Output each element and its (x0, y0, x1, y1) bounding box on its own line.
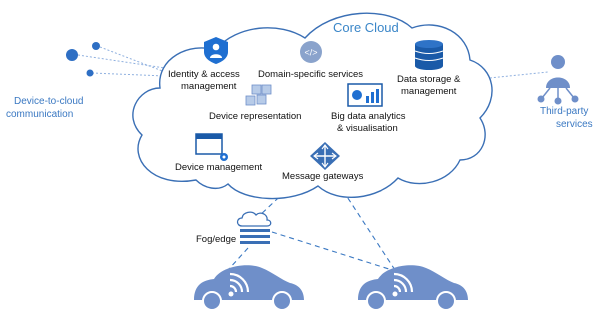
label-identity-line1: Identity & access (168, 69, 240, 80)
gateway-to-fog (257, 184, 293, 218)
connected-car-icon (358, 265, 468, 311)
fog-to-right-car (271, 231, 393, 271)
user-shield-icon (204, 37, 228, 64)
label-storage-line1: Data storage & (397, 74, 461, 85)
label-fog-edge: Fog/edge (196, 234, 236, 245)
network-arrows-icon (310, 142, 340, 170)
label-third-party-line2: services (556, 119, 593, 130)
label-device-to-cloud-line1: Device-to-cloud (14, 96, 83, 107)
window-gear-icon (195, 133, 228, 161)
fog-to-left-car (227, 247, 249, 271)
label-representation: Device representation (209, 111, 301, 122)
label-analytics-line2: & visualisation (337, 123, 398, 134)
connected-car-icon (194, 265, 304, 311)
user-network-icon (537, 55, 579, 105)
label-third-party-line1: Third-party (540, 106, 588, 117)
label-domain: Domain-specific services (258, 69, 363, 80)
label-device-mgmt: Device management (175, 162, 262, 173)
svg-text:</>: </> (304, 48, 317, 58)
cloud-title: Core Cloud (333, 20, 399, 35)
sensor-dots-icon (66, 42, 100, 77)
left-connector-top (77, 54, 166, 69)
label-gateways: Message gateways (282, 171, 364, 182)
code-icon: </> (300, 41, 322, 63)
label-device-to-cloud-line2: communication (6, 109, 73, 120)
dashboard-icon (347, 83, 383, 107)
left-connector-bottom (91, 72, 166, 77)
cloud-stack-icon (236, 211, 272, 244)
label-identity-line2: management (181, 81, 237, 92)
cubes-icon (245, 84, 272, 106)
label-storage-line2: management (401, 86, 457, 97)
database-icon (414, 40, 444, 70)
label-analytics-line1: Big data analytics (331, 111, 406, 122)
edge-dashed-lines (227, 182, 396, 271)
